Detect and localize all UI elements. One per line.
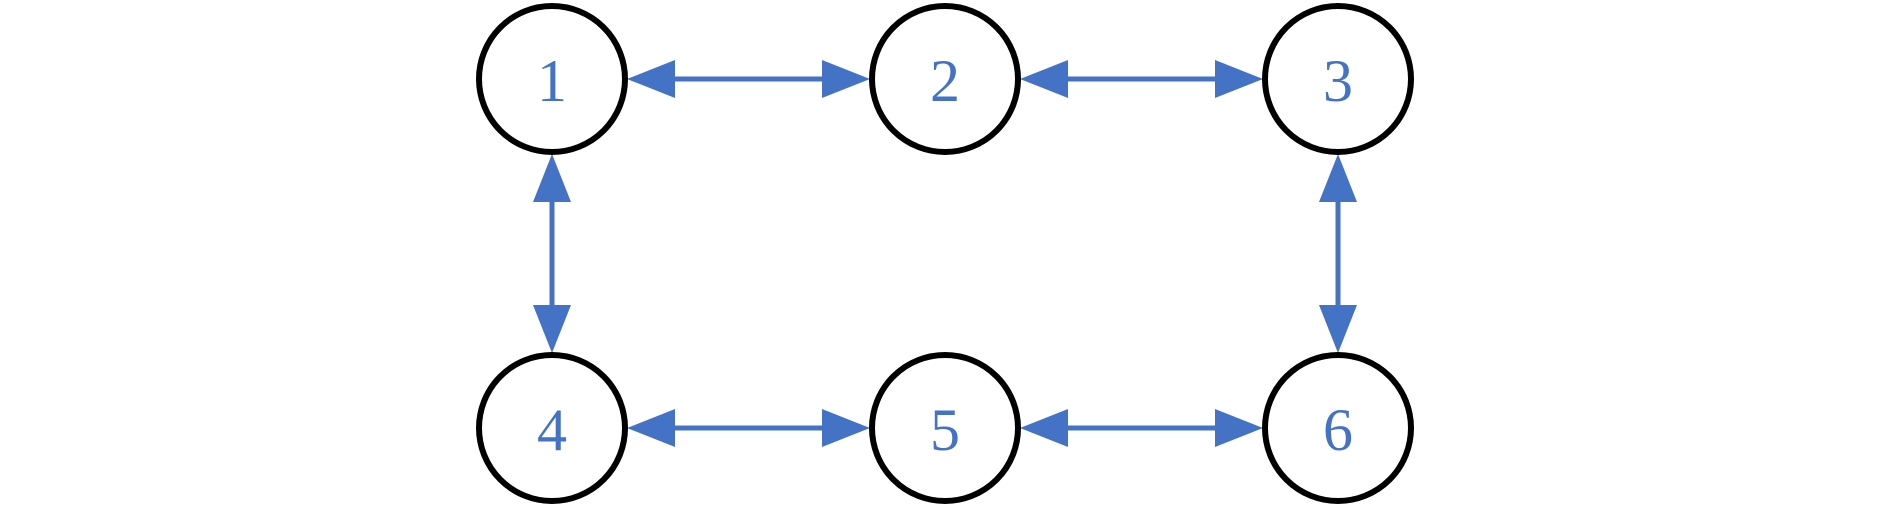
node-label: 5 <box>930 397 960 463</box>
edge-4-5 <box>627 409 870 447</box>
node-label: 4 <box>537 397 567 463</box>
node-5: 5 <box>869 352 1021 504</box>
node-label: 3 <box>1323 48 1353 114</box>
arrowhead-to-1 <box>627 60 675 98</box>
arrowhead-to-5 <box>1020 409 1068 447</box>
node-circle <box>476 352 628 504</box>
node-3: 3 <box>1262 3 1414 155</box>
arrowhead-to-4 <box>533 305 571 353</box>
edge-5-6 <box>1020 409 1263 447</box>
edge-1-2 <box>627 60 870 98</box>
arrowhead-to-4 <box>627 409 675 447</box>
node-1: 1 <box>476 3 628 155</box>
node-circle <box>476 3 628 155</box>
arrowhead-to-1 <box>533 154 571 202</box>
arrowhead-to-2 <box>822 60 870 98</box>
arrowhead-to-5 <box>822 409 870 447</box>
nodes-layer: 1 2 3 4 5 6 <box>476 3 1414 504</box>
edges-layer <box>533 60 1357 447</box>
node-label: 6 <box>1323 397 1353 463</box>
node-circle <box>1262 352 1414 504</box>
node-circle <box>869 3 1021 155</box>
arrowhead-to-2 <box>1020 60 1068 98</box>
edge-3-6 <box>1319 154 1357 353</box>
arrowhead-to-3 <box>1319 154 1357 202</box>
node-4: 4 <box>476 352 628 504</box>
edge-2-3 <box>1020 60 1263 98</box>
edge-1-4 <box>533 154 571 353</box>
arrowhead-to-6 <box>1215 409 1263 447</box>
node-label: 2 <box>930 48 960 114</box>
node-2: 2 <box>869 3 1021 155</box>
node-circle <box>1262 3 1414 155</box>
arrowhead-to-6 <box>1319 305 1357 353</box>
node-6: 6 <box>1262 352 1414 504</box>
node-circle <box>869 352 1021 504</box>
node-label: 1 <box>537 48 567 114</box>
arrowhead-to-3 <box>1215 60 1263 98</box>
